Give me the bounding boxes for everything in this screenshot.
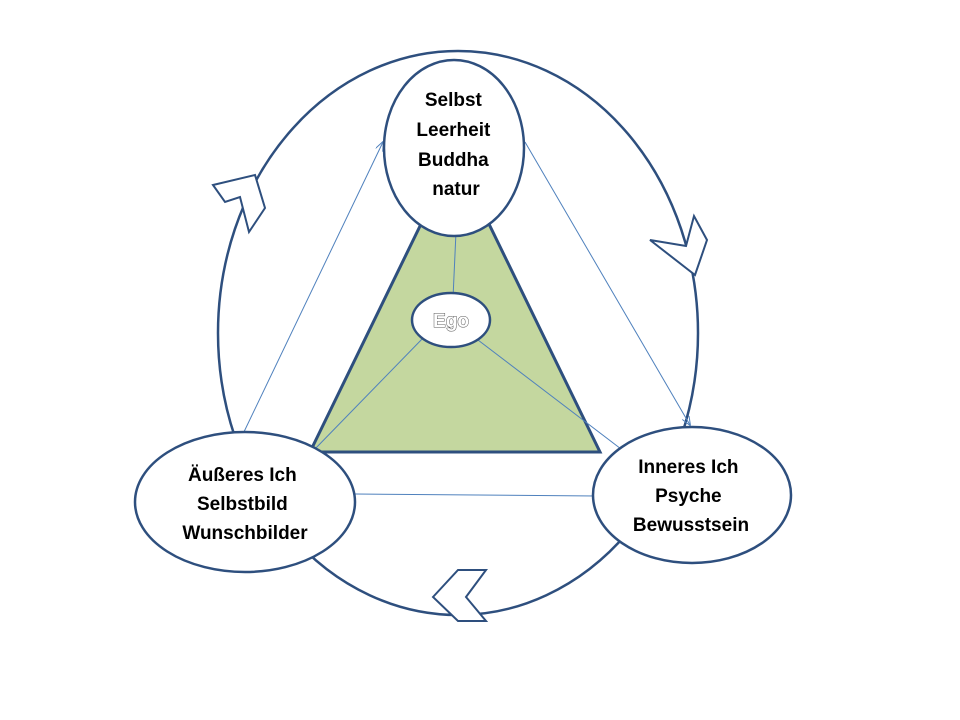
cycle-arrow-upper-right <box>649 213 709 277</box>
connector-ego-right <box>477 339 626 453</box>
node-ego-label: Ego <box>433 311 469 332</box>
node-left-line: Selbstbild <box>197 494 288 515</box>
cycle-arrow-upper-left <box>211 173 267 235</box>
connector-left-to-top <box>241 142 383 437</box>
node-left: Äußeres Ich Selbstbild Wunschbilder <box>133 430 357 574</box>
node-top-line: Selbst <box>425 90 483 111</box>
node-right-line: Inneres Ich <box>638 457 738 478</box>
node-top: Selbst Leerheit Buddha natur <box>382 58 526 238</box>
node-ego: Ego <box>410 291 492 349</box>
connector-left-right <box>354 493 597 497</box>
cycle-arrow-bottom <box>431 569 489 622</box>
node-right-ellipse <box>591 425 793 565</box>
svg-text:Inneres Ich Psyche: Inneres Ich Psyche Bewusstsein <box>633 457 749 536</box>
node-top-line: Buddha <box>418 150 489 171</box>
svg-text:Selbst Leerheit Bu: Selbst Leerheit Buddha natur <box>416 90 495 200</box>
connector-ego-top <box>452 231 457 299</box>
node-left-ellipse <box>133 430 357 574</box>
node-ego-ellipse <box>410 291 492 349</box>
node-right-line: Psyche <box>655 486 722 507</box>
node-top-line: Leerheit <box>416 120 491 141</box>
node-right-line: Bewusstsein <box>633 515 749 536</box>
node-left-line: Äußeres Ich <box>188 465 297 486</box>
node-top-ellipse <box>382 58 526 238</box>
svg-text:Äußeres Ich Selbstbild: Äußeres Ich Selbstbild Wunschbilder <box>182 465 308 544</box>
connector-top-to-right <box>524 141 690 425</box>
node-left-line: Wunschbilder <box>182 523 308 544</box>
node-right: Inneres Ich Psyche Bewusstsein <box>591 425 793 565</box>
node-top-line: natur <box>432 179 480 200</box>
connector-ego-left <box>312 335 426 452</box>
